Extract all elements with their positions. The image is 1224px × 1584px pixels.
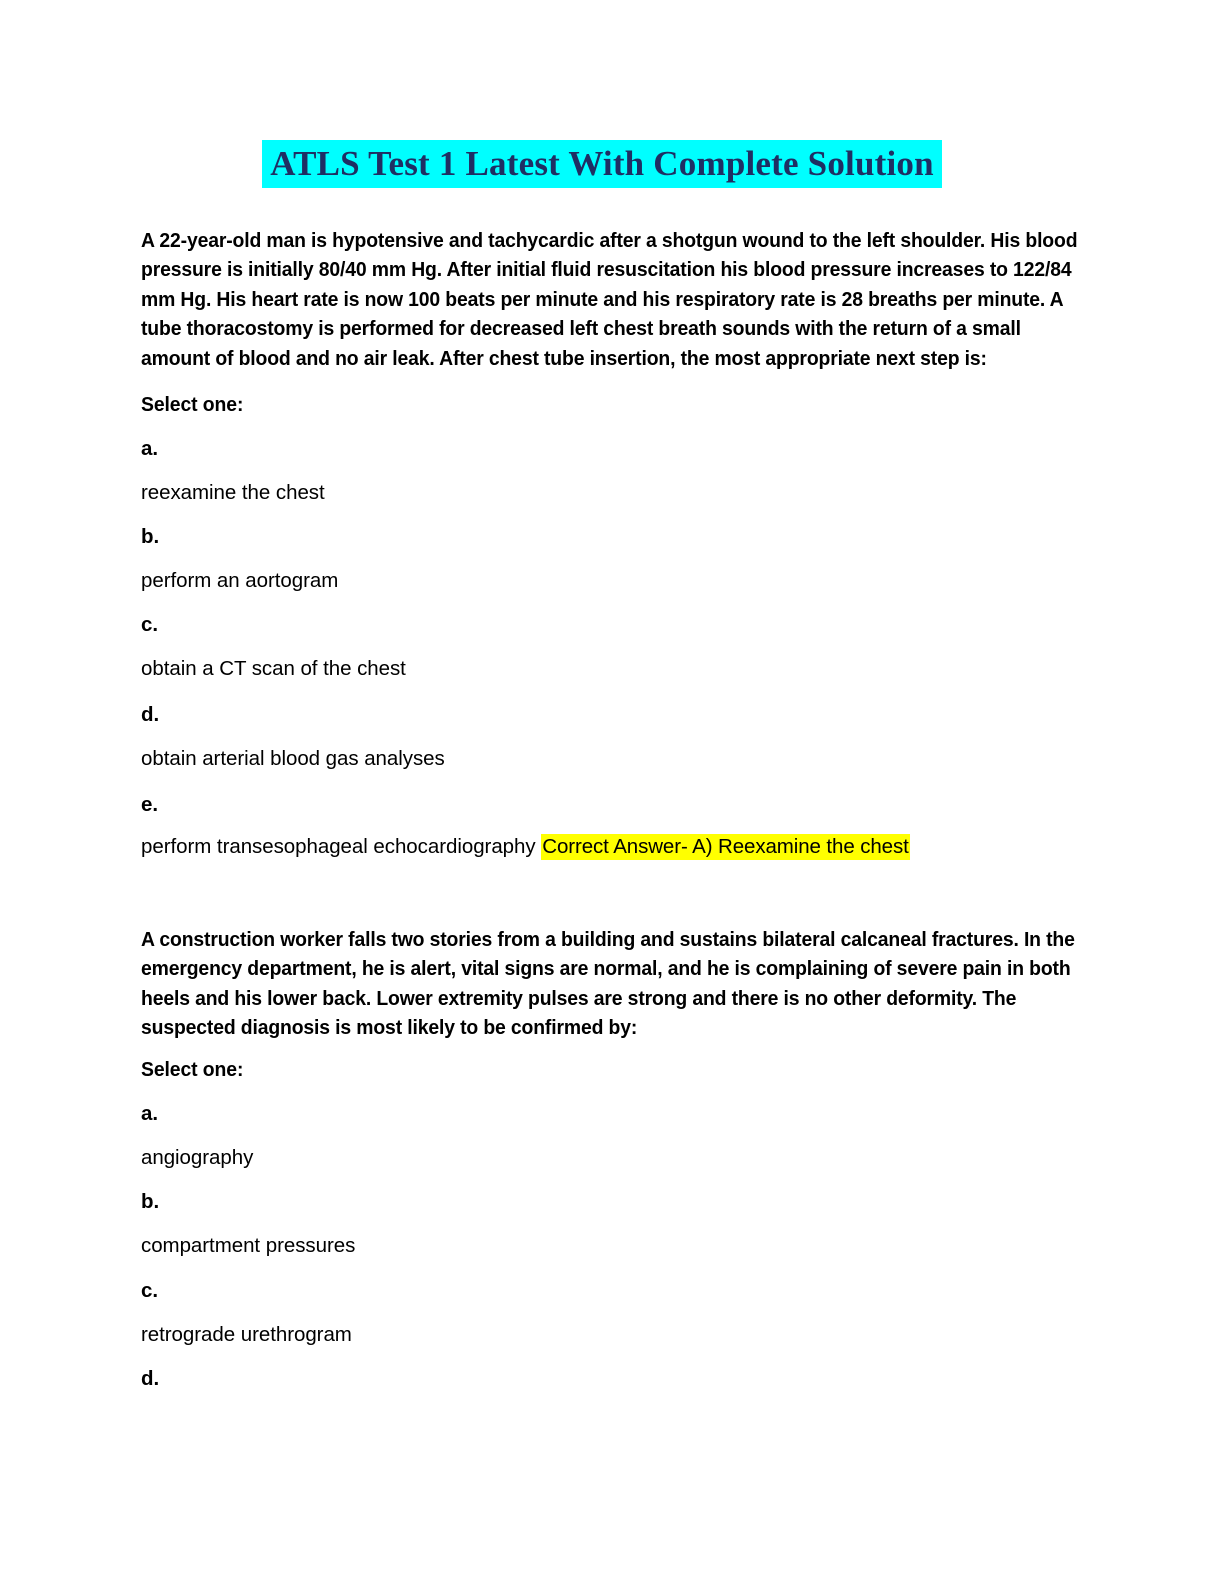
question-1-stem-line-2: pressure is initially 80/40 mm Hg. After… xyxy=(141,258,1072,282)
question-block-2: A construction worker falls two stories … xyxy=(141,925,1075,1043)
question-1-option-a-letter-row[interactable]: a. xyxy=(141,434,158,463)
question-1-select-prompt: Select one: xyxy=(141,393,244,416)
question-2-option-a-text: angiography xyxy=(141,1146,254,1169)
question-2-option-d-letter-row[interactable]: d. xyxy=(141,1364,159,1393)
question-2-stem-line-1: A construction worker falls two stories … xyxy=(141,928,1075,951)
question-1-option-a-text: reexamine the chest xyxy=(141,481,325,504)
question-1-option-d-letter-row[interactable]: d. xyxy=(141,700,159,729)
question-2-option-a-text-row[interactable]: angiography xyxy=(141,1143,253,1172)
question-2-option-a-letter: a. xyxy=(141,1102,159,1125)
question-1-stem-line-3: mm Hg. His heart rate is now 100 beats p… xyxy=(141,287,1064,311)
question-1-option-b-letter-row[interactable]: b. xyxy=(141,522,159,551)
question-1-option-c-letter-row[interactable]: c. xyxy=(141,610,158,639)
question-block-1: A 22-year-old man is hypotensive and tac… xyxy=(141,226,1078,373)
question-2-option-c-text-row[interactable]: retrograde urethrogram xyxy=(141,1320,352,1349)
question-1-option-e-text: perform transesophageal echocardiography xyxy=(141,835,536,858)
question-2-option-c-letter: c. xyxy=(141,1279,159,1302)
question-1-option-d-text-row[interactable]: obtain arterial blood gas analyses xyxy=(141,744,445,773)
question-1-option-c-letter: c. xyxy=(141,613,159,636)
question-1-stem-line-5: amount of blood and no air leak. After c… xyxy=(141,346,987,370)
question-1-option-a-text-row[interactable]: reexamine the chest xyxy=(141,478,325,507)
question-1-option-d-text: obtain arterial blood gas analyses xyxy=(141,747,445,770)
question-1-option-b-letter: b. xyxy=(141,525,160,548)
question-2-option-b-letter-row[interactable]: b. xyxy=(141,1187,159,1216)
question-1-option-c-text-row[interactable]: obtain a CT scan of the chest xyxy=(141,654,406,683)
page-title: ATLS Test 1 Latest With Complete Solutio… xyxy=(262,140,942,188)
question-1-option-e-letter: e. xyxy=(141,793,159,816)
question-2-option-c-text: retrograde urethrogram xyxy=(141,1323,352,1346)
question-2-option-d-letter: d. xyxy=(141,1367,160,1390)
question-1-option-c-text: obtain a CT scan of the chest xyxy=(141,657,406,680)
question-2-option-b-letter: b. xyxy=(141,1190,160,1213)
question-2-stem-line-3: heels and his lower back. Lower extremit… xyxy=(141,986,1017,1010)
question-1-option-a-letter: a. xyxy=(141,437,159,460)
question-1-option-e-letter-row[interactable]: e. xyxy=(141,790,158,819)
question-1-correct-answer: Correct Answer- A) Reexamine the chest xyxy=(541,834,910,860)
question-2-stem-line-2: emergency department, he is alert, vital… xyxy=(141,957,1071,981)
question-2-select-prompt: Select one: xyxy=(141,1058,244,1081)
question-1-option-b-text-row[interactable]: perform an aortogram xyxy=(141,566,338,595)
question-1-select-prompt-row: Select one: xyxy=(141,390,1063,419)
question-2-select-prompt-row: Select one: xyxy=(141,1055,1063,1084)
question-2-option-b-text-row[interactable]: compartment pressures xyxy=(141,1231,355,1260)
question-1-stem-line-4: tube thoracostomy is performed for decre… xyxy=(141,317,1021,341)
question-2-stem: A construction worker falls two stories … xyxy=(141,925,1075,1043)
question-2-option-b-text: compartment pressures xyxy=(141,1234,356,1257)
question-1-option-b-text: perform an aortogram xyxy=(141,569,339,592)
question-2-stem-line-4: suspected diagnosis is most likely to be… xyxy=(141,1016,638,1040)
question-1-stem: A 22-year-old man is hypotensive and tac… xyxy=(141,226,1078,373)
question-2-option-c-letter-row[interactable]: c. xyxy=(141,1276,158,1305)
question-2-option-a-letter-row[interactable]: a. xyxy=(141,1099,158,1128)
page-title-container: ATLS Test 1 Latest With Complete Solutio… xyxy=(141,140,1063,188)
question-1-stem-line-1: A 22-year-old man is hypotensive and tac… xyxy=(141,229,1078,252)
question-1-option-d-letter: d. xyxy=(141,703,160,726)
question-1-option-e-text-row[interactable]: perform transesophageal echocardiography… xyxy=(141,832,910,861)
